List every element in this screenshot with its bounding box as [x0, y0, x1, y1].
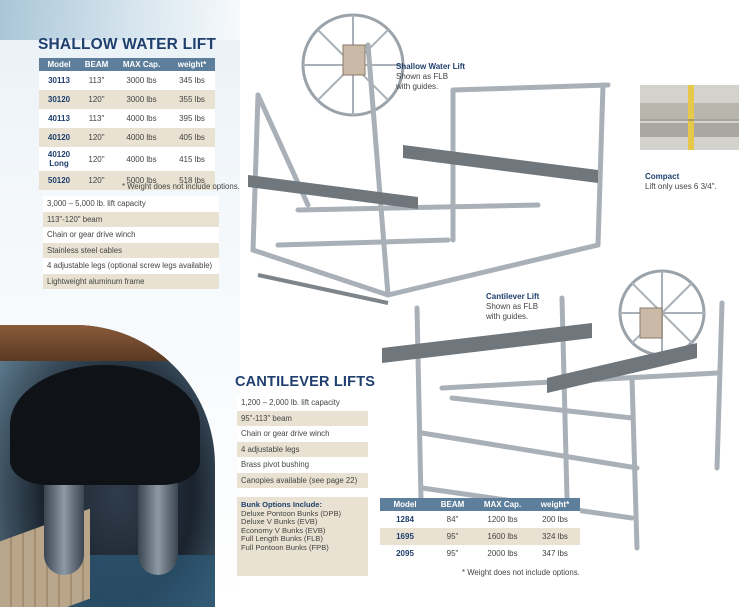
cell-beam: 95" [430, 528, 475, 545]
caption-line: with guides. [486, 312, 529, 321]
cell-model: 40113 [39, 109, 79, 128]
feature-item: Chain or gear drive winch [237, 426, 368, 442]
feature-item: 113"-120" beam [43, 211, 219, 227]
cantilever-title: CANTILEVER LIFTS [235, 374, 376, 390]
bunk-option: Deluxe V Bunks (EVB) [241, 517, 318, 527]
cell-weight: 395 lbs [169, 109, 215, 128]
shallow-lift-caption: Shallow Water Lift Shown as FLB with gui… [396, 62, 465, 92]
cantilever-feature-list: 1,200 – 2,000 lb. lift capacity 95"-113"… [237, 395, 368, 488]
cantilever-lift-caption: Cantilever Lift Shown as FLB with guides… [486, 292, 539, 322]
caption-line: with guides. [396, 82, 439, 91]
col-beam: BEAM [79, 58, 114, 71]
feature-item: Brass pivot bushing [237, 457, 368, 473]
feature-item: 4 adjustable legs (optional screw legs a… [43, 258, 219, 274]
cell-cap: 3000 lbs [114, 71, 169, 90]
cell-cap: 1200 lbs [475, 511, 530, 528]
feature-item: Lightweight aluminum frame [43, 273, 219, 289]
col-model: Model [39, 58, 79, 71]
table-row: 2095 95" 2000 lbs 347 lbs [380, 545, 580, 562]
caption-title: Compact [645, 172, 680, 181]
col-max-cap: MAX Cap. [475, 498, 530, 511]
cell-beam: 120" [79, 128, 114, 147]
caption-title: Shallow Water Lift [396, 62, 466, 71]
feature-item: 95"-113" beam [237, 410, 368, 426]
table-row: 30113 113" 3000 lbs 345 lbs [39, 71, 215, 90]
compact-caption: Compact Lift only uses 6 3/4". [645, 172, 717, 192]
cell-beam: 120" [79, 147, 114, 171]
bunk-option: Full Length Bunks (FLB) [241, 534, 323, 544]
caption-line: Shown as FLB [396, 72, 449, 81]
cell-beam: 95" [430, 545, 475, 562]
cell-weight: 518 lbs [169, 171, 215, 190]
table-row: 50120 120" 5000 lbs 518 lbs [39, 171, 215, 190]
cell-weight: 200 lbs [530, 511, 580, 528]
shallow-feature-list: 3,000 – 5,000 lb. lift capacity 113"-120… [43, 196, 219, 289]
bunk-options-box: Bunk Options Include: Deluxe Pontoon Bun… [237, 497, 368, 576]
caption-line: Lift only uses 6 3/4". [645, 182, 717, 191]
bunk-option: Full Pontoon Bunks (FPB) [241, 542, 329, 552]
col-weight: weight* [530, 498, 580, 511]
feature-item: 4 adjustable legs [237, 441, 368, 457]
shallow-spec-table: Model BEAM MAX Cap. weight* 30113 113" 3… [39, 58, 215, 190]
bunk-options-title: Bunk Options Include: [241, 500, 322, 509]
cell-cap: 4000 lbs [114, 147, 169, 171]
cell-beam: 120" [79, 171, 114, 190]
cell-beam: 84" [430, 511, 475, 528]
cell-weight: 345 lbs [169, 71, 215, 90]
feature-item: 1,200 – 2,000 lb. lift capacity [237, 395, 368, 411]
cell-beam: 113" [79, 71, 114, 90]
table-header-row: Model BEAM MAX Cap. weight* [39, 58, 215, 71]
cantilever-weight-note: * Weight does not include options. [462, 568, 580, 577]
shallow-water-lift-illustration [248, 13, 611, 305]
table-row: 1284 84" 1200 lbs 200 lbs [380, 511, 580, 528]
cell-weight: 347 lbs [530, 545, 580, 562]
table-row: 30120 120" 3000 lbs 355 lbs [39, 90, 215, 109]
cell-model: 30120 [39, 90, 79, 109]
cell-model: 40120 Long [39, 147, 79, 171]
feature-item: Chain or gear drive winch [43, 227, 219, 243]
shallow-water-title: SHALLOW WATER LIFT [38, 36, 217, 53]
caption-title: Cantilever Lift [486, 292, 540, 301]
cell-weight: 415 lbs [169, 147, 215, 171]
cell-weight: 405 lbs [169, 128, 215, 147]
cell-weight: 324 lbs [530, 528, 580, 545]
cell-model: 1695 [380, 528, 430, 545]
cell-cap: 4000 lbs [114, 128, 169, 147]
table-header-row: Model BEAM MAX Cap. weight* [380, 498, 580, 511]
bunk-option: Economy V Bunks (EVB) [241, 525, 326, 535]
cell-beam: 120" [79, 90, 114, 109]
table-row: 40120 Long 120" 4000 lbs 415 lbs [39, 147, 215, 171]
col-weight: weight* [169, 58, 215, 71]
col-beam: BEAM [430, 498, 475, 511]
caption-line: Shown as FLB [486, 302, 539, 311]
col-max-cap: MAX Cap. [114, 58, 169, 71]
bunk-option: Deluxe Pontoon Bunks (DPB) [241, 508, 342, 518]
feature-item: Canopies available (see page 22) [237, 472, 368, 488]
cell-model: 2095 [380, 545, 430, 562]
cell-cap: 5000 lbs [114, 171, 169, 190]
cell-model: 40120 [39, 128, 79, 147]
col-model: Model [380, 498, 430, 511]
cell-cap: 2000 lbs [475, 545, 530, 562]
cell-weight: 355 lbs [169, 90, 215, 109]
pontoon-boat-photo [0, 325, 215, 607]
cell-cap: 3000 lbs [114, 90, 169, 109]
compact-lift-closeup [640, 85, 739, 150]
feature-item: 3,000 – 5,000 lb. lift capacity [43, 196, 219, 212]
cell-model: 30113 [39, 71, 79, 90]
cell-cap: 1600 lbs [475, 528, 530, 545]
feature-item: Stainless steel cables [43, 242, 219, 258]
cantilever-spec-table: Model BEAM MAX Cap. weight* 1284 84" 120… [380, 498, 580, 562]
cell-cap: 4000 lbs [114, 109, 169, 128]
table-row: 1695 95" 1600 lbs 324 lbs [380, 528, 580, 545]
water-wave [0, 0, 240, 40]
cell-model: 50120 [39, 171, 79, 190]
shallow-weight-note: * Weight does not include options. [122, 182, 240, 191]
cell-model: 1284 [380, 511, 430, 528]
cell-beam: 113" [79, 109, 114, 128]
table-row: 40120 120" 4000 lbs 405 lbs [39, 128, 215, 147]
table-row: 40113 113" 4000 lbs 395 lbs [39, 109, 215, 128]
